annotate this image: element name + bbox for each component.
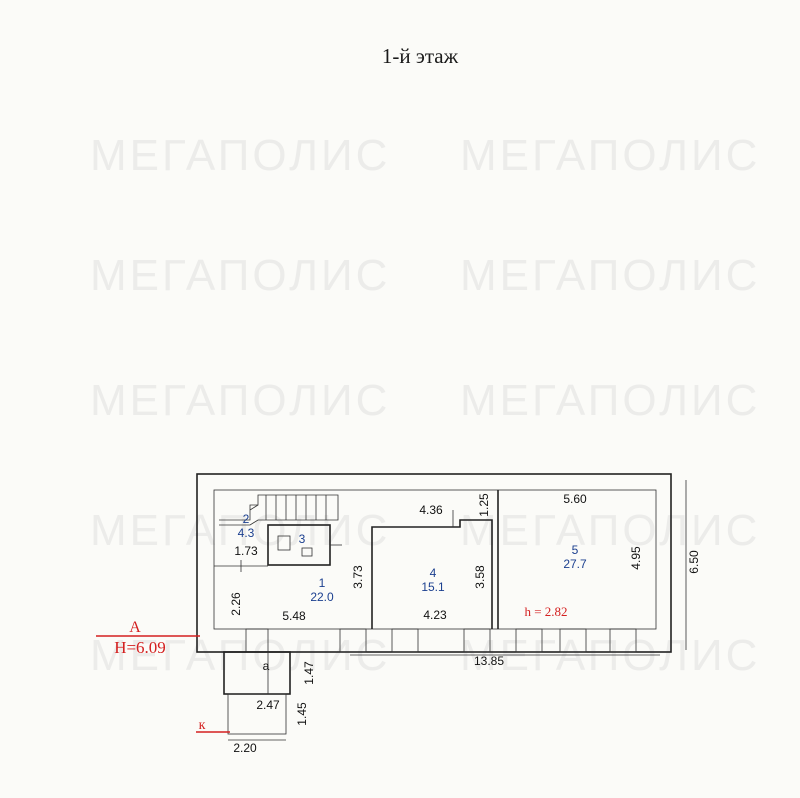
room-1-area: 22.0	[310, 590, 334, 604]
outer-wall	[196, 473, 672, 653]
section-letter: А	[129, 619, 141, 636]
dim-4-23: 4.23	[423, 608, 447, 622]
dim-4-95: 4.95	[629, 546, 643, 570]
dim-2-20: 2.20	[233, 741, 257, 755]
watermark-text-4: МЕГАПОЛИС	[460, 251, 760, 300]
dim-2-47: 2.47	[256, 698, 280, 712]
dim-3-58: 3.58	[473, 565, 487, 589]
dim-2-26: 2.26	[229, 592, 243, 616]
porch-walls	[227, 693, 287, 735]
dim-3-73: 3.73	[351, 565, 365, 589]
ceiling-height-label: h = 2.82	[524, 604, 567, 619]
dim-1-45: 1.45	[295, 702, 309, 726]
watermark-text-9: МЕГАПОЛИС	[90, 631, 390, 680]
staircase	[219, 494, 339, 526]
dim-13-85: 13.85	[474, 654, 504, 668]
watermark-text-2: МЕГАПОЛИС	[460, 131, 760, 180]
entrance-marker: к	[199, 718, 206, 733]
watermark-text-1: МЕГАПОЛИС	[90, 131, 390, 180]
room-a-label: а	[263, 659, 270, 673]
watermark-text-10: МЕГАПОЛИС	[460, 631, 760, 680]
watermark-text-5: МЕГАПОЛИС	[90, 376, 390, 425]
room-5-number: 5	[572, 543, 579, 557]
toilet-icon	[277, 535, 291, 551]
room-4-area: 15.1	[421, 580, 445, 594]
dim-6-50: 6.50	[687, 550, 701, 574]
watermark-text-6: МЕГАПОЛИС	[460, 376, 760, 425]
dim-1-73: 1.73	[234, 544, 258, 558]
room-4-walls	[371, 519, 493, 629]
dim-5-60: 5.60	[563, 492, 587, 506]
floor-title: 1-й этаж	[381, 44, 459, 68]
watermark-text-3: МЕГАПОЛИС	[90, 251, 390, 300]
room-5-area: 27.7	[563, 557, 587, 571]
inner-wall-outline	[213, 489, 657, 630]
room-2-area: 4.3	[238, 526, 255, 540]
dim-1-47: 1.47	[302, 661, 316, 685]
room-1-number: 1	[319, 576, 326, 590]
dim-5-48: 5.48	[282, 609, 306, 623]
room-4-number: 4	[430, 566, 437, 580]
watermark: МЕГАПОЛИС МЕГАПОЛИС МЕГАПОЛИС МЕГАПОЛИС …	[90, 131, 760, 680]
watermark-text-8: МЕГАПОЛИС	[460, 506, 760, 555]
dim-1-25: 1.25	[477, 493, 491, 517]
room-2-number: 2	[243, 512, 250, 526]
section-height: Н=6.09	[114, 638, 166, 657]
sink-icon	[301, 547, 313, 557]
dim-4-36: 4.36	[419, 503, 443, 517]
room-3-number: 3	[299, 532, 306, 546]
